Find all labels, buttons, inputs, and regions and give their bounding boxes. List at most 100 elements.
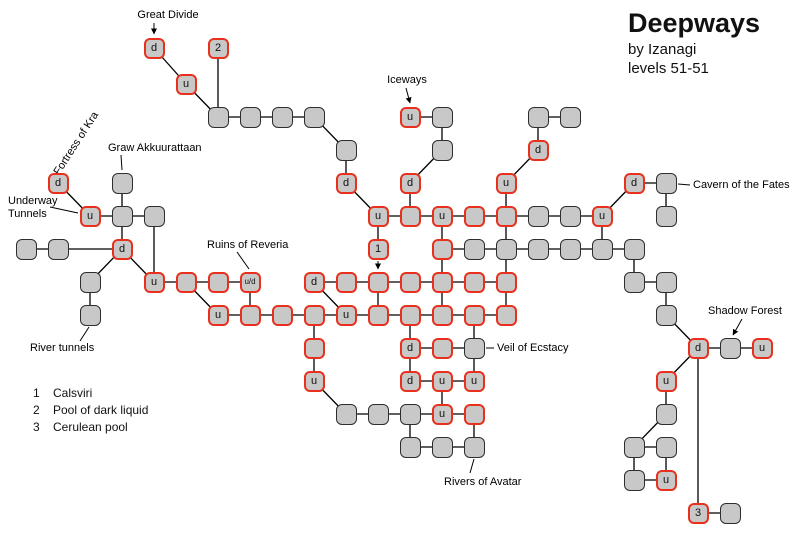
map-pointer-line (236, 251, 250, 270)
map-pointer-line (49, 206, 79, 214)
legend-item: 3 Cerulean pool (33, 420, 148, 437)
map-room-d: d (111, 238, 133, 260)
map-room (335, 271, 357, 293)
map-room (431, 139, 453, 161)
map-pointer-line (405, 87, 412, 104)
map-room (623, 271, 645, 293)
map-room (399, 403, 421, 425)
map-room-u: u (655, 469, 677, 491)
map-room (271, 304, 293, 326)
map-room-d: d (527, 139, 549, 161)
map-room (111, 172, 133, 194)
map-label: Fortress of Kra (51, 109, 102, 178)
map-room-u: u (303, 370, 325, 392)
map-label: Graw Akkuurattaan (108, 142, 202, 154)
map-title-block: Deepways by Izanagi levels 51-51 (628, 8, 760, 77)
map-key: 1 Calsviri 2 Pool of dark liquid 3 Cerul… (33, 386, 148, 437)
map-room (431, 337, 453, 359)
map-room (463, 436, 485, 458)
map-label: Rivers of Avatar (444, 476, 522, 488)
map-room-u: u (399, 106, 421, 128)
map-label: Veil of Ecstacy (497, 342, 569, 354)
map-room-3: 3 (687, 502, 709, 524)
map-room-u: u (335, 304, 357, 326)
map-room (79, 271, 101, 293)
map-levels: levels 51-51 (628, 60, 709, 77)
map-room (527, 106, 549, 128)
map-room-u-d: u/d (239, 271, 261, 293)
map-room (655, 403, 677, 425)
map-room-d: d (399, 370, 421, 392)
map-room (591, 238, 613, 260)
map-room (495, 238, 517, 260)
map-pointer-line (469, 458, 475, 474)
map-label: Great Divide (137, 9, 199, 21)
map-room-u: u (591, 205, 613, 227)
map-room (623, 238, 645, 260)
map-room (303, 106, 325, 128)
map-room-u: u (431, 403, 453, 425)
map-title: Deepways (628, 8, 761, 38)
map-room-u: u (367, 205, 389, 227)
map-author: by Izanagi (628, 41, 697, 58)
map-room-u: u (655, 370, 677, 392)
map-room (79, 304, 101, 326)
map-room-1: 1 (367, 238, 389, 260)
map-label: Shadow Forest (708, 305, 782, 317)
map-room (111, 205, 133, 227)
map-room (559, 106, 581, 128)
map-room (335, 403, 357, 425)
map-room-u: u (463, 370, 485, 392)
map-room-u: u (751, 337, 773, 359)
map-room (431, 238, 453, 260)
map-room (655, 172, 677, 194)
legend-item: 1 Calsviri (33, 386, 148, 403)
map-room (495, 304, 517, 326)
map-room (463, 403, 485, 425)
map-room (399, 205, 421, 227)
map-room (367, 271, 389, 293)
legend-text: Cerulean pool (53, 420, 128, 434)
map-room-u: u (143, 271, 165, 293)
map-room (559, 238, 581, 260)
map-room (399, 271, 421, 293)
map-room (463, 205, 485, 227)
map-room (463, 304, 485, 326)
map-room (431, 436, 453, 458)
map-label: River tunnels (30, 342, 95, 354)
legend-text: Pool of dark liquid (53, 403, 149, 417)
map-label: Iceways (387, 74, 427, 86)
map-room (15, 238, 37, 260)
map-room-d: d (143, 37, 165, 59)
map-room (367, 304, 389, 326)
map-room (431, 106, 453, 128)
legend-number: 3 (33, 420, 40, 434)
legend-number: 1 (33, 386, 40, 400)
map-pointer-line (79, 326, 90, 342)
map-room (207, 106, 229, 128)
map-room (271, 106, 293, 128)
legend-number: 2 (33, 403, 40, 417)
legend-text: Calsviri (53, 386, 93, 400)
map-label: Cavern of the Fates (693, 179, 790, 191)
map-room (623, 469, 645, 491)
map-room-u: u (431, 205, 453, 227)
map-room (431, 271, 453, 293)
map-room (719, 502, 741, 524)
map-room-u: u (431, 370, 453, 392)
map-room (367, 403, 389, 425)
map-room (143, 205, 165, 227)
map-label: Underway Tunnels (8, 195, 58, 220)
map-room-u: u (79, 205, 101, 227)
map-room (495, 205, 517, 227)
map-label: Ruins of Reveria (207, 239, 289, 251)
map-room-d: d (687, 337, 709, 359)
map-room (463, 271, 485, 293)
map-room (239, 304, 261, 326)
legend-item: 2 Pool of dark liquid (33, 403, 148, 420)
map-room-d: d (335, 172, 357, 194)
map-room (239, 106, 261, 128)
map-room-d: d (399, 172, 421, 194)
map-room (527, 205, 549, 227)
